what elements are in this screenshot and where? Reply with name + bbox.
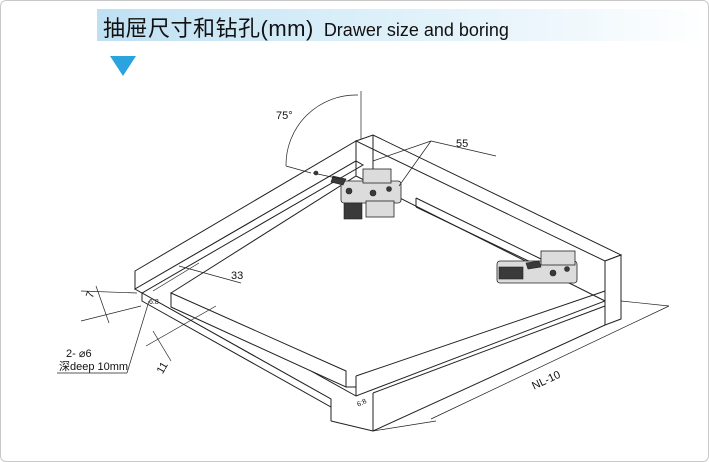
angle-label: 75° <box>276 110 293 122</box>
title-chinese: 抽屉尺寸和钻孔(mm) <box>103 16 314 41</box>
front-depth-label: 11 <box>155 360 171 376</box>
angle-dimension: 75° <box>276 91 362 174</box>
rear-panel <box>354 134 623 326</box>
depth-label: 深deep 10mm <box>59 360 128 373</box>
hole-spacing-front: 6:8 <box>356 398 368 409</box>
side-height-label: 7 <box>84 290 97 300</box>
side-height-dimension: 7 <box>80 285 142 324</box>
page-title: 抽屉尺寸和钻孔(mm) Drawer size and boring <box>103 11 509 43</box>
title-english: Drawer size and boring <box>323 20 509 40</box>
width-label: NL-10 <box>530 369 562 393</box>
front-offset-label: 33 <box>231 270 243 282</box>
triangle-marker-icon <box>110 56 136 76</box>
hole-spacing-left: 6:8 <box>149 299 159 306</box>
rear-offset-label: 55 <box>456 138 468 150</box>
holes-label: 2- ⌀6 <box>66 348 92 360</box>
title-bar: 抽屉尺寸和钻孔(mm) Drawer size and boring <box>97 9 708 41</box>
front-offset-dimension: 33 <box>152 262 243 292</box>
hinge-left-icon <box>312 168 402 220</box>
hinge-right-icon <box>496 250 578 284</box>
front-depth-dimension: 11 <box>145 305 217 376</box>
rear-offset-dimension: 55 <box>372 138 497 187</box>
boring-callout: 2- ⌀6 深deep 10mm <box>57 300 150 374</box>
